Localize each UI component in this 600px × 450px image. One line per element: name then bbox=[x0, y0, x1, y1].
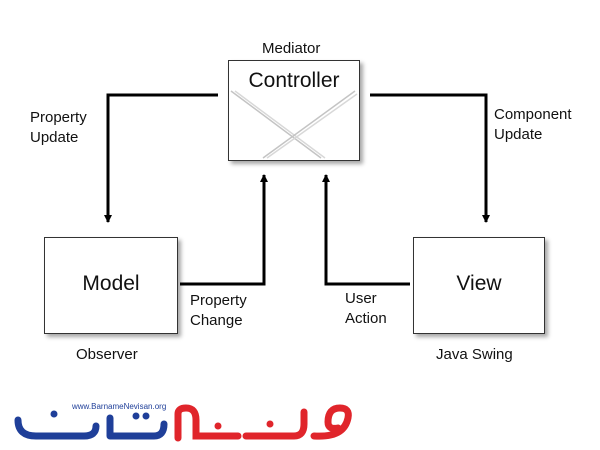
cross-placeholder-icon bbox=[230, 90, 358, 159]
controller-role-label: Mediator bbox=[262, 40, 321, 57]
edge-label-component-update: Component Update bbox=[494, 106, 572, 143]
view-role-label: Java Swing bbox=[436, 346, 513, 363]
arrow-model-to-controller bbox=[180, 174, 268, 286]
controller-box: Controller bbox=[228, 60, 360, 161]
edge-label-user-action: User Action bbox=[345, 290, 387, 327]
model-box: Model bbox=[44, 237, 178, 334]
edge-label-property-update: Property Update bbox=[30, 109, 87, 146]
edge-label-property-change: Property Change bbox=[190, 292, 247, 329]
model-role-label: Observer bbox=[76, 346, 138, 363]
connector-lines bbox=[104, 93, 490, 286]
arrow-view-to-controller bbox=[322, 174, 410, 286]
view-title: View bbox=[456, 272, 502, 295]
logo-mark-icon: www.BarnameNevisan.org bbox=[14, 402, 352, 442]
logo-site-url: www.BarnameNevisan.org bbox=[71, 402, 166, 411]
controller-title: Controller bbox=[248, 69, 340, 92]
model-title: Model bbox=[82, 272, 140, 295]
view-box: View bbox=[413, 237, 545, 334]
barnamenevisan-logo: www.BarnameNevisan.org bbox=[14, 398, 354, 442]
arrow-controller-to-view bbox=[370, 93, 490, 223]
arrow-controller-to-model bbox=[104, 93, 218, 223]
